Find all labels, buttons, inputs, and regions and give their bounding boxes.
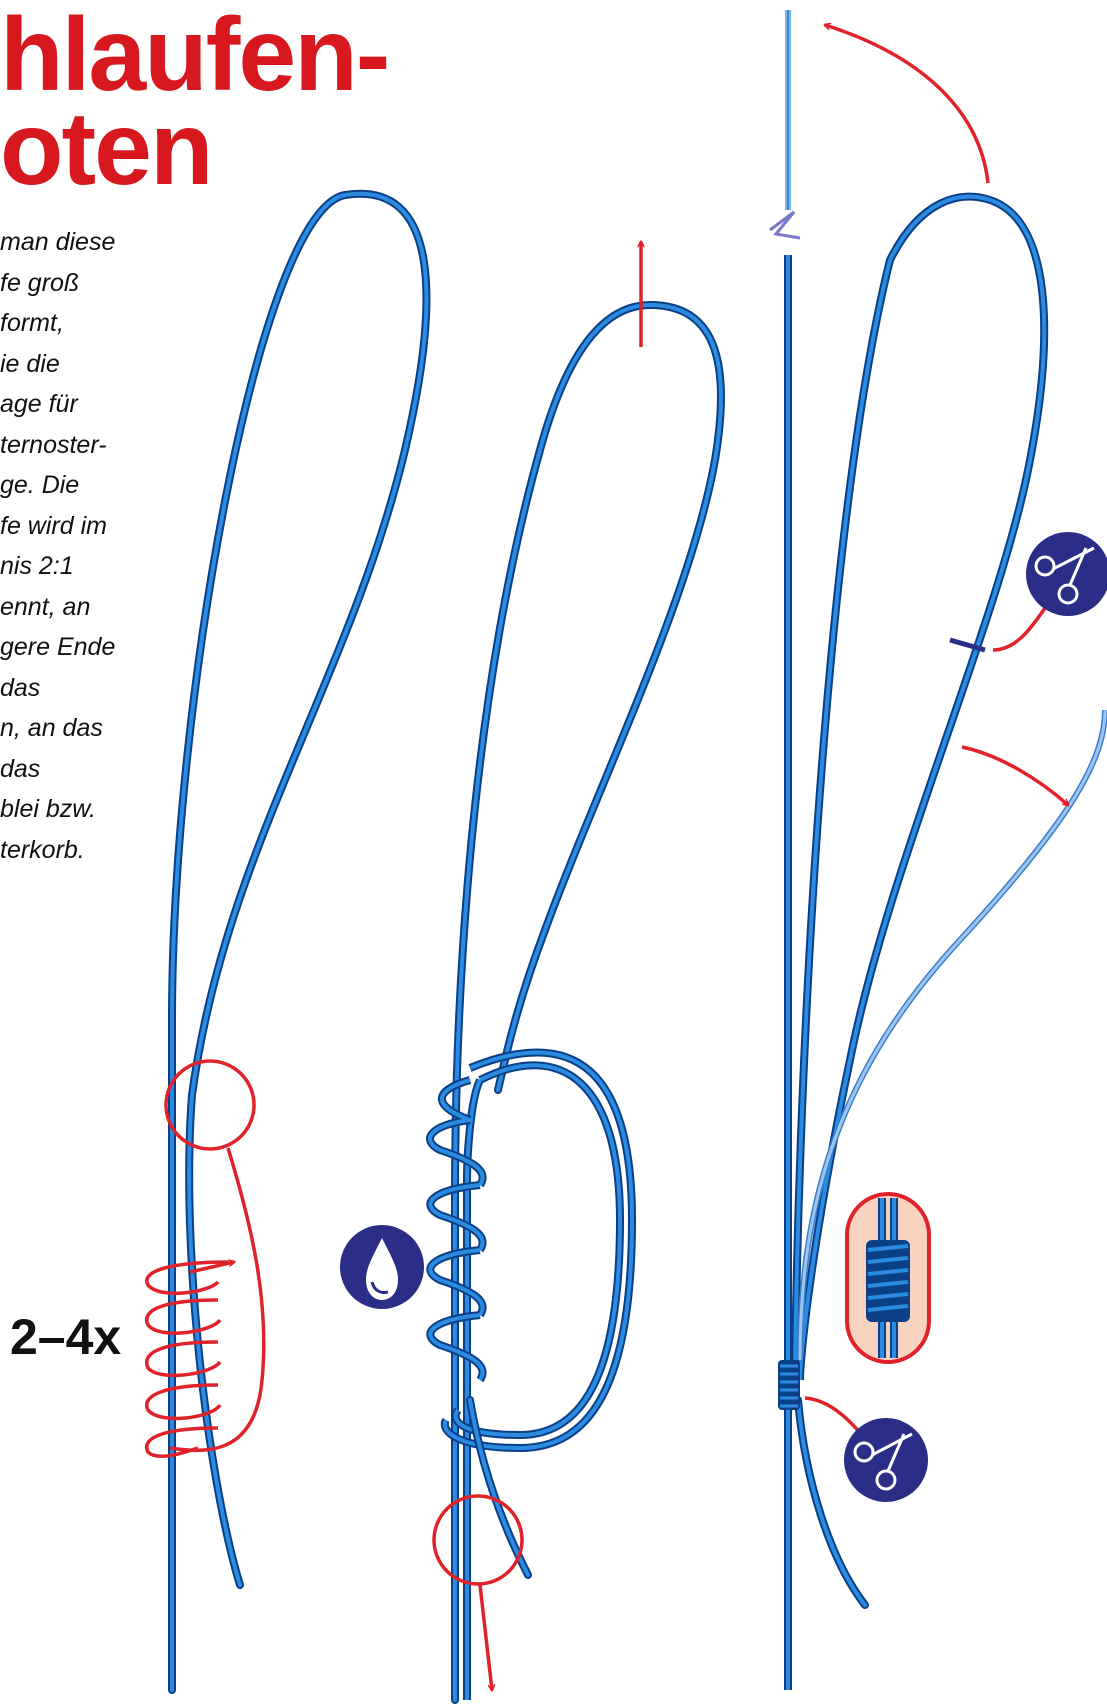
- description-line: fe groß: [0, 268, 80, 297]
- twist-guide: [169, 1147, 266, 1453]
- description-line: ge. Die: [0, 471, 80, 499]
- description-line: das: [0, 754, 41, 783]
- cut-mark: [949, 637, 986, 653]
- scissors-icon: [844, 1418, 928, 1502]
- description-line: n, an das: [0, 714, 103, 742]
- page-title: hlaufen- oten: [0, 0, 390, 207]
- description-line: das: [0, 673, 41, 702]
- knot-zoom-circle: [432, 1494, 524, 1586]
- finished-knot: [778, 1360, 800, 1410]
- loop-up-arrow: [825, 25, 990, 184]
- title-line-1: hlaufen-: [0, 0, 390, 113]
- discard-arrow: [961, 745, 1068, 805]
- description-line: age für: [0, 390, 78, 418]
- title-line-2: oten: [0, 91, 214, 207]
- twist-spiral: [145, 1260, 229, 1458]
- description-text: man diese fe groß formt, ie die age für …: [0, 222, 160, 870]
- description-line: ennt, an: [0, 592, 91, 621]
- description-line: ie die: [0, 349, 60, 378]
- description-line: terkorb.: [0, 835, 85, 864]
- step-2-knot: [340, 242, 726, 1704]
- scissors-icon: [1026, 532, 1107, 616]
- description-line: fe wird im: [0, 511, 107, 540]
- water-drop-icon: [340, 1225, 424, 1309]
- knot-detail-capsule: [845, 1192, 931, 1364]
- line-standing-part: [168, 189, 431, 1694]
- description-line: blei bzw.: [0, 795, 96, 823]
- pull-down-arrow: [478, 1584, 492, 1690]
- description-line: man diese: [0, 228, 116, 256]
- knot-zoom-circle: [164, 1059, 256, 1151]
- step-1-loop: [145, 189, 431, 1694]
- step-3-result: [769, 10, 1107, 1690]
- line-break-icon: [769, 210, 801, 240]
- description-line: gere Ende: [0, 633, 116, 661]
- description-line: formt,: [0, 309, 64, 337]
- repeat-count-label: 2–4x: [10, 1309, 121, 1365]
- twist-arrow: [189, 1262, 234, 1274]
- description-line: ternoster-: [0, 430, 107, 459]
- description-line: nis 2:1: [0, 552, 74, 580]
